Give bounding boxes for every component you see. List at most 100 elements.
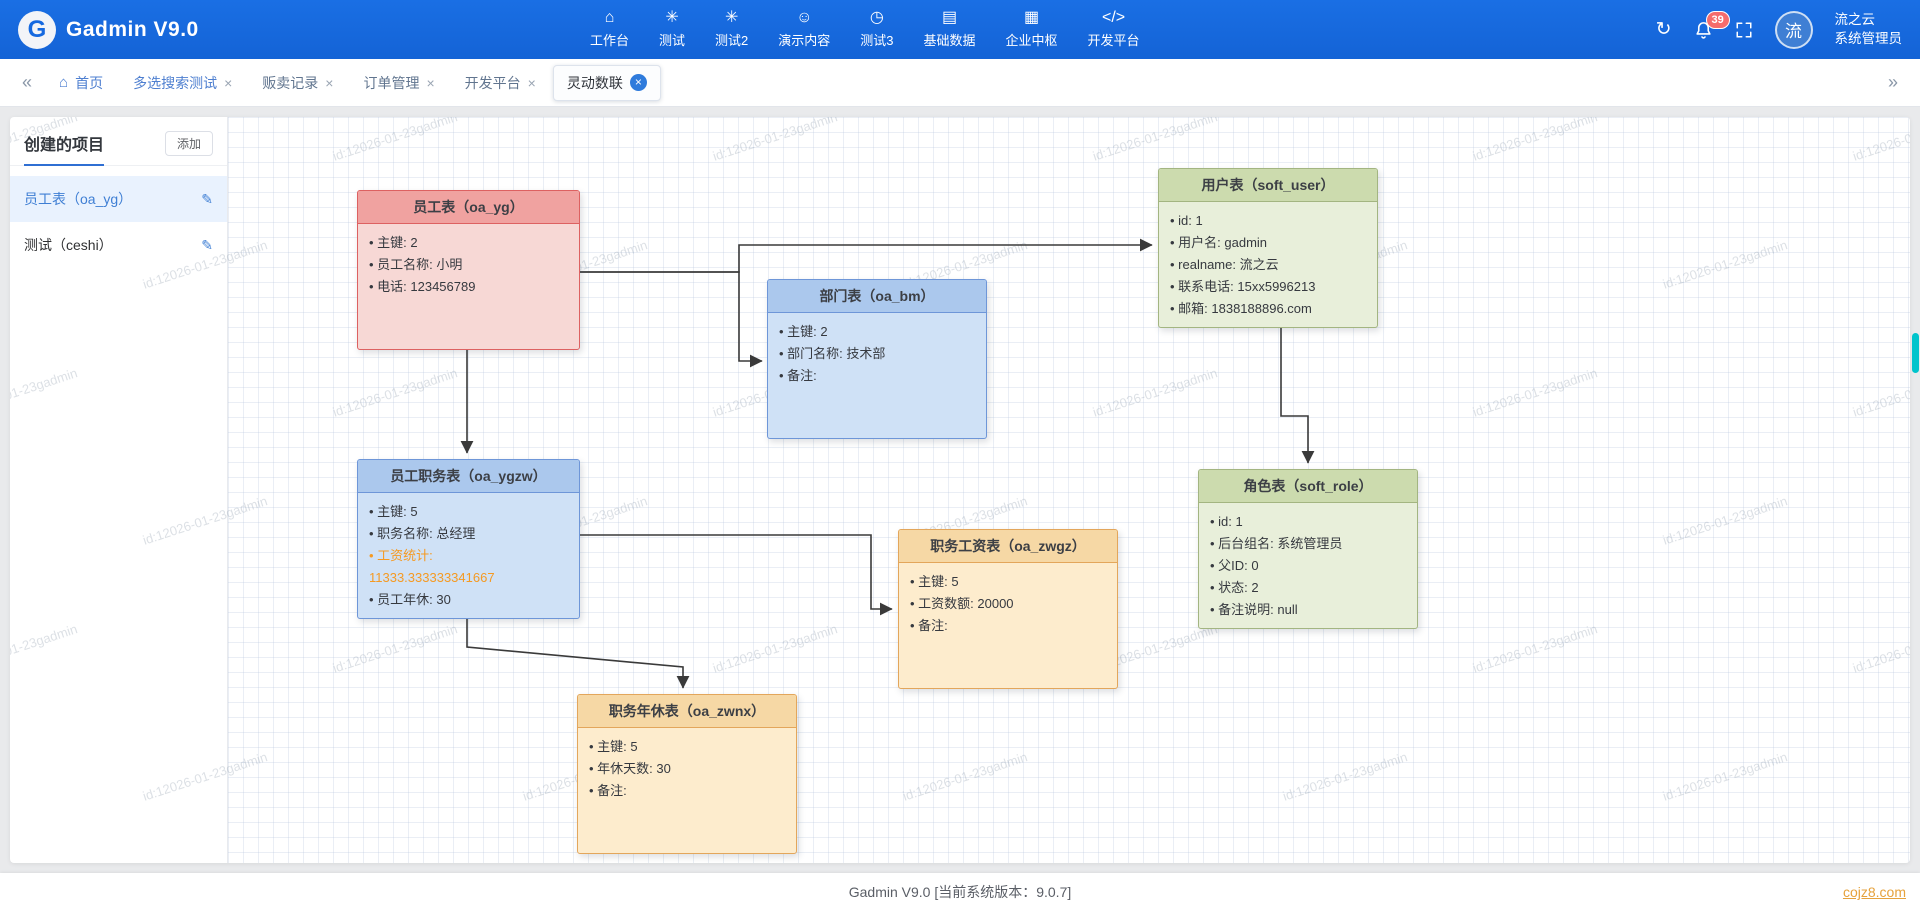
tab-dev-platform[interactable]: 开发平台× xyxy=(452,66,549,100)
tab-bar: « ⌂首页多选搜索测试×贩卖记录×订单管理×开发平台×灵动数联× » xyxy=(0,59,1920,107)
tab-order-management[interactable]: 订单管理 × xyxy=(350,66,447,100)
project-item-label: 员工表（oa_yg） xyxy=(24,191,133,207)
main-panel: 创建的项目 添加 员工表（oa_yg）✎测试（ceshi）✎ 员工表（oa_yg… xyxy=(10,117,1910,863)
entity-oa_ygzw[interactable]: 员工职务表（oa_ygzw）• 主键: 5• 职务名称: 总经理• 工资统计:1… xyxy=(357,459,580,619)
logo-icon: G xyxy=(18,10,56,49)
nav-item-base-data[interactable]: ▤基础数据 xyxy=(912,3,988,56)
nav-item-workbench[interactable]: ⌂ 工作台 xyxy=(578,3,641,56)
project-sidebar: 创建的项目 添加 员工表（oa_yg）✎测试（ceshi）✎ xyxy=(10,117,228,863)
nav-item-demo-content[interactable]: ☺ 演示内容 xyxy=(766,3,842,56)
entity-field: • 主键: 5 xyxy=(910,574,959,589)
entity-oa_zwnx[interactable]: 职务年休表（oa_zwnx）• 主键: 5• 年休天数: 30• 备注: xyxy=(577,694,797,854)
avatar[interactable]: 流 xyxy=(1774,10,1813,49)
entity-fields: • 主键: 5• 职务名称: 总经理• 工资统计:11333.333333341… xyxy=(358,493,579,618)
fullscreen-button[interactable] xyxy=(1735,21,1753,39)
add-project-button[interactable]: 添加 xyxy=(164,131,213,156)
entity-field: 11333.333333341667 xyxy=(369,570,495,585)
entity-fields: • id: 1• 用户名: gadmin• realname: 流之云• 联系电… xyxy=(1159,202,1377,327)
entity-soft_user[interactable]: 用户表（soft_user）• id: 1• 用户名: gadmin• real… xyxy=(1158,168,1378,328)
entity-field: • 部门名称: 技术部 xyxy=(779,346,886,361)
nav-item-test2[interactable]: ✳测试2 xyxy=(703,3,760,56)
tab-label: 订单管理 xyxy=(363,74,420,91)
entity-fields: • 主键: 5• 年休天数: 30• 备注: xyxy=(578,728,796,810)
entity-field: • 联系电话: 15xx5996213 xyxy=(1170,279,1316,294)
connection-oa_yg-soft_user xyxy=(580,238,1153,273)
asterisk-icon: ✳ xyxy=(665,9,679,26)
header-actions: ↻ 39 流 流之云 系统管理员 xyxy=(1655,10,1903,49)
notifications-button[interactable]: 39 xyxy=(1694,10,1730,40)
user-role: 系统管理员 xyxy=(1834,30,1903,46)
nav-item-label: 工作台 xyxy=(590,33,630,48)
close-icon[interactable]: × xyxy=(426,74,435,91)
tab-home[interactable]: ⌂首页 xyxy=(46,66,116,100)
entity-field: • 工资统计: xyxy=(369,548,433,563)
entity-field: • 状态: 2 xyxy=(1210,580,1259,595)
entity-oa_bm[interactable]: 部门表（oa_bm）• 主键: 2• 部门名称: 技术部• 备注: xyxy=(767,279,987,439)
refresh-icon[interactable]: ↻ xyxy=(1655,19,1672,40)
tab-dynamic-data-link[interactable]: 灵动数联× xyxy=(552,64,661,101)
close-icon[interactable]: × xyxy=(325,74,334,91)
chevron-right-icon[interactable]: » xyxy=(1887,72,1898,92)
entity-title: 角色表（soft_role） xyxy=(1199,470,1417,503)
entity-field: • 电话: 123456789 xyxy=(369,279,476,294)
workbench-icon: ⌂ xyxy=(604,9,615,26)
nav-item-test[interactable]: ✳ 测试 xyxy=(647,3,697,56)
smile-icon: ☺ xyxy=(796,9,813,26)
site-link[interactable]: cojz8.com xyxy=(1842,884,1906,900)
nav-item-label: 企业中枢 xyxy=(1005,33,1058,48)
entity-oa_yg[interactable]: 员工表（oa_yg）• 主键: 2• 员工名称: 小明• 电话: 1234567… xyxy=(357,190,580,350)
entity-fields: • id: 1• 后台组名: 系统管理员• 父ID: 0• 状态: 2• 备注说… xyxy=(1199,503,1417,628)
entity-field: • 主键: 2 xyxy=(369,235,418,250)
app-title: Gadmin V9.0 xyxy=(66,17,199,41)
er-diagram-canvas[interactable]: 员工表（oa_yg）• 主键: 2• 员工名称: 小明• 电话: 1234567… xyxy=(228,117,1910,863)
close-icon[interactable]: × xyxy=(527,74,536,91)
app-header: G Gadmin V9.0 ⌂工作台✳测试✳测试2☺演示内容◷测试3▤基础数据▦… xyxy=(0,0,1920,59)
sidebar-title: 创建的项目 xyxy=(24,131,105,166)
entity-title: 职务工资表（oa_zwgz） xyxy=(899,530,1117,563)
user-info[interactable]: 流之云 系统管理员 xyxy=(1835,11,1903,47)
home-icon: ⌂ xyxy=(59,74,69,91)
nav-item-dev-platform[interactable]: </>开发平台 xyxy=(1076,3,1152,56)
connection-soft_user-soft_role xyxy=(1280,328,1315,464)
scrollbar-thumb[interactable] xyxy=(1912,333,1919,373)
asterisk-icon: ✳ xyxy=(724,9,739,26)
nav-item-label: 开发平台 xyxy=(1087,33,1140,48)
close-icon[interactable]: × xyxy=(629,74,647,91)
entity-field: • id: 1 xyxy=(1170,213,1203,228)
edit-icon[interactable]: ✎ xyxy=(201,236,213,253)
nav-item-label: 演示内容 xyxy=(778,33,831,48)
edit-icon[interactable]: ✎ xyxy=(201,190,213,207)
tab-sales-records[interactable]: 贩卖记录× xyxy=(249,66,346,100)
entity-field: • 年休天数: 30 xyxy=(589,761,671,776)
tab-label: 多选搜索测试 xyxy=(133,74,218,91)
entity-field: • id: 1 xyxy=(1210,514,1243,529)
entity-field: • 备注: xyxy=(910,618,948,633)
nav-item-enterprise-hub[interactable]: ▦ 企业中枢 xyxy=(994,3,1070,56)
document-icon: ▤ xyxy=(941,9,958,26)
project-list: 员工表（oa_yg）✎测试（ceshi）✎ xyxy=(10,166,227,268)
compass-icon: ◷ xyxy=(869,9,884,26)
entity-field: • 邮箱: 1838188896.com xyxy=(1170,301,1312,316)
project-item-ceshi[interactable]: 测试（ceshi）✎ xyxy=(10,222,227,268)
app-logo[interactable]: G Gadmin V9.0 xyxy=(18,10,268,49)
entity-field: • 工资数额: 20000 xyxy=(910,596,1014,611)
entity-fields: • 主键: 2• 员工名称: 小明• 电话: 123456789 xyxy=(358,224,579,306)
org-grid-icon: ▦ xyxy=(1023,9,1040,26)
project-item-oa_yg[interactable]: 员工表（oa_yg） ✎ xyxy=(10,176,227,222)
version-text: Gadmin V9.0 [当前系统版本：9.0.7] xyxy=(848,884,1072,900)
fullscreen-icon xyxy=(1736,22,1751,37)
entity-soft_role[interactable]: 角色表（soft_role）• id: 1• 后台组名: 系统管理员• 父ID:… xyxy=(1198,469,1418,629)
nav-item-test3[interactable]: ◷测试3 xyxy=(848,3,905,56)
entity-fields: • 主键: 2• 部门名称: 技术部• 备注: xyxy=(768,313,986,395)
chevron-left-icon[interactable]: « xyxy=(22,72,33,92)
nav-item-label: 测试 xyxy=(659,33,686,48)
entity-oa_zwgz[interactable]: 职务工资表（oa_zwgz） • 主键: 5 • 工资数额: 20000 • 备注: xyxy=(898,529,1118,689)
close-icon[interactable]: × xyxy=(224,74,233,91)
entity-fields: • 主键: 5 • 工资数额: 20000 • 备注: xyxy=(899,563,1117,645)
connections-layer xyxy=(460,238,1315,689)
entity-field: • 主键: 5 xyxy=(589,739,638,754)
entity-field: • 职务名称: 总经理 xyxy=(369,526,476,541)
entity-field: • 备注说明: null xyxy=(1210,602,1298,617)
tab-multi-search-test[interactable]: 多选搜索测试 × xyxy=(120,66,245,100)
tabs-container: ⌂首页多选搜索测试×贩卖记录×订单管理×开发平台×灵动数联× xyxy=(46,64,661,101)
